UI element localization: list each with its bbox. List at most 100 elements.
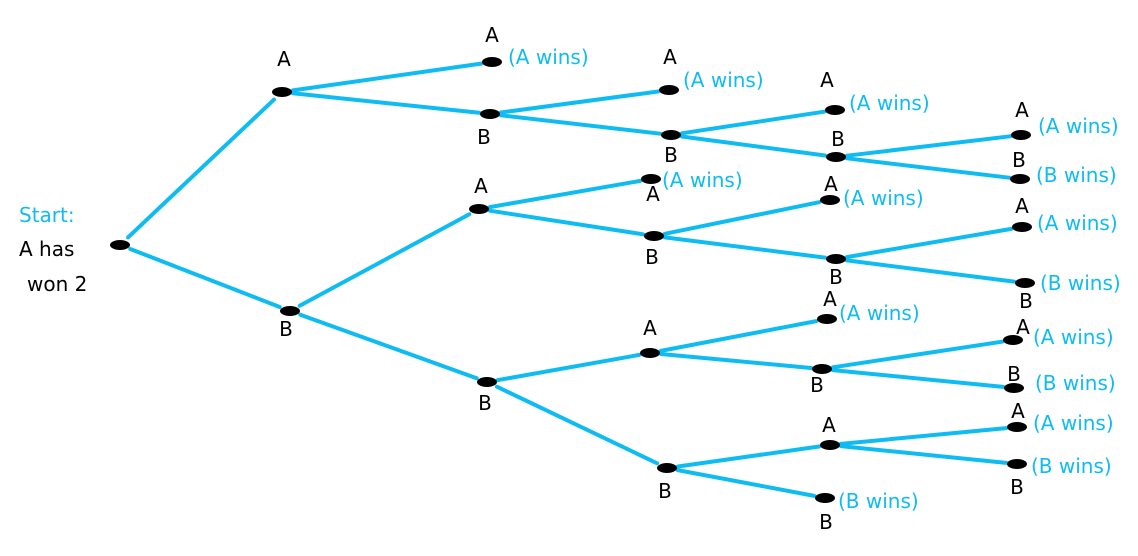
node-ba [469, 204, 489, 214]
outcome-label-abba: (A wins) [849, 91, 930, 115]
node-label-b1: B [279, 317, 293, 341]
node-label-bbba: A [822, 413, 836, 437]
edge-bb-bbb [494, 384, 660, 466]
node-label-bbaba: A [1016, 315, 1030, 339]
node-baa [641, 174, 661, 184]
edge-bab-baba [662, 200, 822, 236]
outcome-label-bbbaa: (A wins) [1033, 411, 1114, 435]
node-abbba [1011, 130, 1031, 140]
outcome-label-bbaa: (A wins) [839, 301, 920, 325]
outcome-label-abbbb: (B wins) [1036, 163, 1117, 187]
edge-b1-ba [297, 212, 472, 308]
node-bbab [812, 364, 832, 374]
node-bbbab [1007, 459, 1027, 469]
node-label-bbab: B [810, 373, 824, 397]
edge-bba-bbaa [658, 319, 819, 353]
node-ab [480, 109, 500, 119]
edge-bb-bba [495, 352, 642, 383]
edge-ab-aba [498, 89, 661, 115]
node-b1 [280, 306, 300, 316]
edge-root-b1 [128, 247, 282, 309]
node-label-aba: A [663, 45, 677, 69]
edge-bbab-bbabb [830, 368, 1006, 389]
node-bba [640, 348, 660, 358]
node-label-bbbb: B [819, 510, 833, 534]
node-bbbb [815, 493, 835, 503]
node-label-bab: B [645, 245, 659, 269]
node-bb [477, 377, 497, 387]
start-line-1: A has [19, 237, 74, 261]
node-babb [826, 254, 846, 264]
outcome-label-bbaba: (A wins) [1033, 325, 1114, 349]
tree-labels: ABA(A wins)BA(A wins)BA(A wins)BA(A wins… [277, 23, 1121, 534]
start-line-2: won 2 [27, 272, 87, 296]
node-label-bbaa: A [823, 287, 837, 311]
node-label-abbba: A [1015, 98, 1029, 122]
node-label-bbabb: B [1007, 362, 1021, 386]
edge-a1-aa [290, 61, 484, 93]
edge-abb-abbb [679, 134, 828, 158]
node-label-bbbab: B [1010, 475, 1024, 499]
start-note: Start: A has won 2 [19, 203, 87, 296]
node-label-baba: A [824, 172, 838, 196]
node-bbaba [1003, 335, 1023, 345]
edge-ba-bab [487, 208, 646, 237]
outcome-label-babba: (A wins) [1037, 211, 1118, 235]
node-label-baa: A [646, 182, 660, 206]
edge-bba-bbab [659, 352, 813, 370]
node-bbba [820, 440, 840, 450]
node-label-a1: A [277, 47, 291, 71]
node-bbabb [1004, 383, 1024, 393]
outcome-label-bbabb: (B wins) [1035, 371, 1116, 395]
edge-abbb-abbbb [844, 156, 1012, 180]
node-label-ab: B [477, 125, 491, 149]
outcome-label-baa: (A wins) [662, 168, 743, 192]
edge-a1-ab [290, 91, 482, 115]
node-label-bbbaa: A [1011, 399, 1025, 423]
edge-abb-abba [679, 109, 827, 136]
edge-bbb-bbba [675, 444, 822, 469]
outcome-label-aba: (A wins) [683, 68, 764, 92]
outcome-label-baba: (A wins) [843, 186, 924, 210]
outcome-label-bbbb: (B wins) [838, 489, 919, 513]
node-label-abbbb: B [1012, 148, 1026, 172]
edge-babb-babbb [844, 258, 1017, 284]
node-root [110, 240, 130, 250]
outcome-label-abbba: (A wins) [1038, 114, 1119, 138]
node-label-babba: A [1015, 194, 1029, 218]
outcome-label-babbb: (B wins) [1040, 271, 1121, 295]
node-label-abba: A [820, 68, 834, 92]
node-label-aa: A [485, 23, 499, 47]
edge-root-a1 [126, 97, 276, 240]
edge-bab-babb [662, 235, 828, 260]
node-label-babbb: B [1019, 289, 1033, 313]
outcome-label-aa: (A wins) [508, 45, 589, 69]
edge-babb-babba [844, 226, 1014, 260]
edge-bbba-bbbab [838, 444, 1009, 465]
node-label-abbb: B [831, 127, 845, 151]
node-babba [1012, 222, 1032, 232]
node-baba [820, 195, 840, 205]
node-abba [825, 105, 845, 115]
tree-nodes [110, 57, 1035, 503]
node-label-bb: B [478, 391, 492, 415]
outcome-label-bbbab: (B wins) [1031, 454, 1112, 478]
node-aba [659, 85, 679, 95]
node-abb [661, 130, 681, 140]
node-a1 [272, 87, 292, 97]
edge-b1-bb [298, 312, 479, 381]
edge-bbb-bbbb [675, 468, 817, 498]
edge-ab-abb [498, 113, 663, 136]
node-label-bbb: B [658, 479, 672, 503]
node-babbb [1015, 278, 1035, 288]
edge-ba-baa [487, 178, 643, 210]
node-label-abb: B [664, 143, 678, 167]
node-bbb [657, 463, 677, 473]
node-bbbaa [1007, 422, 1027, 432]
edge-bbba-bbbaa [838, 426, 1009, 446]
tree-edges [126, 61, 1017, 498]
edge-bbab-bbaba [830, 339, 1005, 370]
node-label-bba: A [643, 316, 657, 340]
node-label-babb: B [829, 265, 843, 289]
